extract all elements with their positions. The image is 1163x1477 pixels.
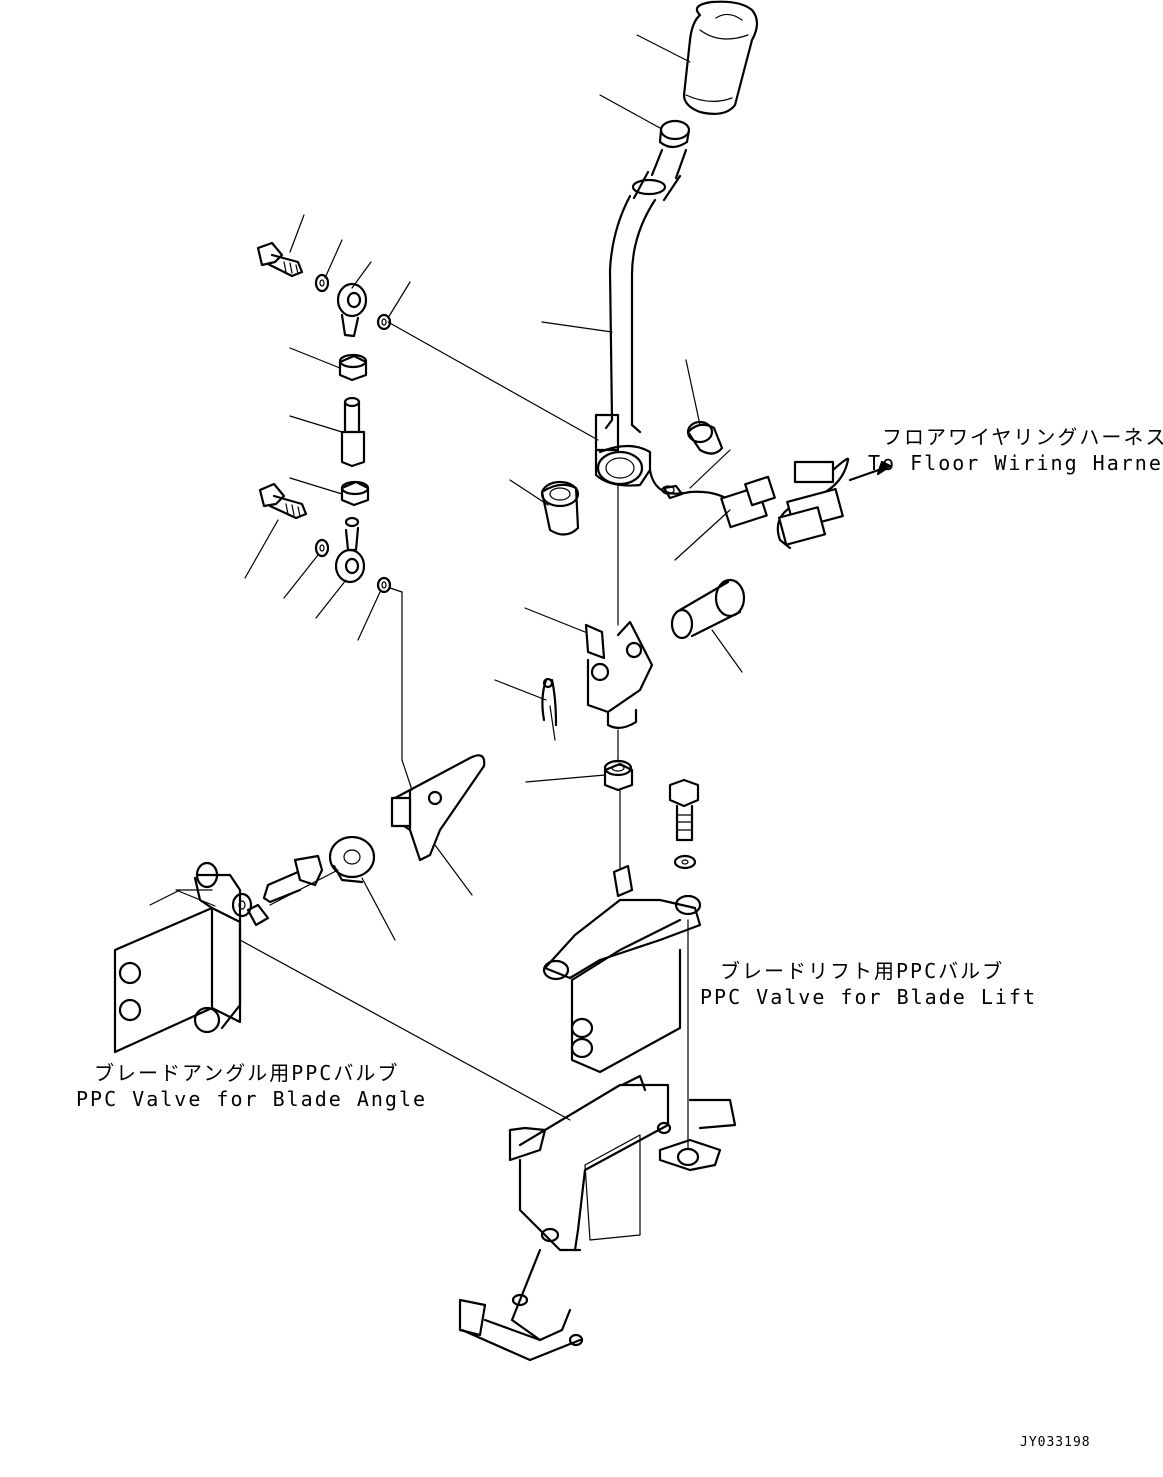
cotter-pin (541, 677, 558, 727)
label-blade-angle-en: PPC Valve for Blade Angle (76, 1087, 427, 1111)
bolt-lift (668, 778, 700, 842)
leader-lines (149, 34, 743, 1149)
rod-end-lower (334, 516, 366, 584)
nut-lift (603, 759, 634, 792)
bolt-upper (256, 241, 304, 278)
nut-upper (338, 353, 368, 382)
label-floor-harness-en: To Floor Wiring Harness (868, 451, 1163, 475)
washer-lower (314, 538, 330, 558)
clevis-bracket (584, 620, 654, 729)
nut-angle (328, 835, 376, 884)
floor-harness-connector (776, 457, 892, 550)
nut-small-upper (376, 313, 392, 331)
washer-upper (314, 273, 330, 293)
label-floor-harness-jp: フロアワイヤリングハーネスへ (882, 425, 1163, 449)
rod-end-upper (336, 282, 368, 338)
nut-lower (340, 480, 370, 507)
label-blade-angle-jp: ブレードアングル用PPCバルブ (94, 1061, 399, 1085)
lever-rod (604, 148, 688, 434)
lever-bracket (594, 413, 652, 487)
label-blade-lift-en: PPC Valve for Blade Lift (700, 985, 1037, 1009)
lever-knob (682, 0, 759, 115)
label-blade-lift-jp: ブレードリフト用PPCバルブ (720, 959, 1004, 983)
ppc-valve-blade-lift (542, 864, 702, 1074)
bushing-left (540, 480, 580, 536)
nut-small-lower (376, 576, 392, 594)
rod (340, 396, 366, 468)
ppc-valve-blade-angle (113, 861, 270, 1054)
bolt-lower (258, 482, 308, 520)
bushing-right (686, 420, 724, 455)
bolt-angle (262, 854, 324, 904)
mounting-bracket (458, 1074, 737, 1362)
lever-harness (648, 468, 776, 529)
washer-lift (673, 854, 697, 870)
pin (670, 578, 746, 640)
angle-lever-arm (390, 754, 486, 862)
knob-collar (658, 119, 691, 149)
drawing-code: JY033198 (1020, 1435, 1091, 1450)
